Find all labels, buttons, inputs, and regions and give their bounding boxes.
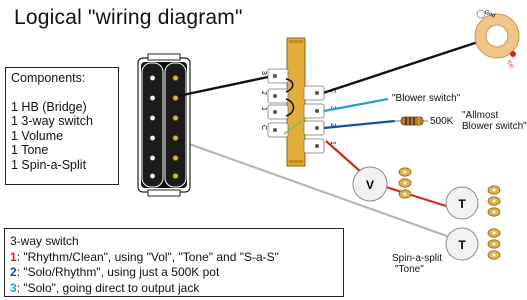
volume-pot-label: V (366, 178, 374, 192)
jack-tip-label: Tip (505, 60, 516, 70)
legend-text-2: : "Solo/Rhythm", using just a 500K pot (16, 265, 220, 279)
volume-pot: V (352, 166, 412, 202)
component-item: 1 Volume (11, 128, 64, 143)
grey-wire (177, 138, 459, 242)
switch-pin-right-3: 2 (329, 123, 336, 127)
resistor-500k (393, 116, 428, 126)
legend-num-3: 3 (10, 280, 17, 295)
components-heading: Components: (11, 71, 86, 85)
black-wire-pickup (177, 75, 269, 98)
black-wire-output (319, 40, 479, 96)
spin-a-split-pot-label: T (458, 238, 466, 252)
output-jack: Gnd Tip (474, 9, 520, 70)
three-way-switch: 3 2 1 C C 3 2 1 (260, 37, 336, 167)
switch-pin-right-2: 3 (329, 106, 336, 110)
legend-text-3: : "Solo", going direct to output jack (16, 280, 200, 295)
humbucker-pickup (137, 53, 191, 197)
spin-a-split-pot: T (445, 227, 501, 261)
light-blue-wire (323, 97, 389, 113)
dark-blue-wire (323, 119, 396, 130)
red-wire-volume (325, 140, 362, 173)
legend-item-1: 1: "Rhythm/Clean", using "Vol", "Tone" a… (10, 250, 343, 266)
component-item: 1 HB (Bridge) (11, 99, 87, 114)
switch-pin-left-2: 2 (260, 91, 267, 95)
tone-pot: T (445, 185, 501, 220)
legend-text-1: : "Rhythm/Clean", using "Vol", "Tone" an… (16, 249, 279, 264)
almost-blower-label-line1: "Allmost (462, 110, 499, 121)
legend-num-2: 2 (10, 265, 17, 279)
component-item: 1 Spin-a-Split (11, 157, 87, 172)
component-item: 1 3-way switch (11, 114, 93, 129)
components-box: Components: 1 HB (Bridge) 1 3-way switch… (5, 67, 119, 185)
blower-switch-label: "Blower switch" (392, 93, 461, 104)
legend-item-3: 3: "Solo", going direct to output jack (10, 281, 343, 297)
jack-gnd-label: Gnd (483, 9, 496, 19)
almost-blower-label-line2: Blower switch" (462, 121, 527, 132)
switch-pin-right-1: C (329, 88, 336, 93)
resistor-label: 500K (430, 116, 454, 127)
switch-legend-box: 3-way switch 1: "Rhythm/Clean", using "V… (4, 228, 344, 297)
tone-pot-label: T (458, 197, 466, 211)
switch-pin-left-3: 1 (260, 107, 267, 111)
legend-heading: 3-way switch (10, 234, 79, 248)
legend-num-1: 1 (10, 249, 17, 264)
spin-a-split-label-line1: Spin-a-split (392, 253, 443, 264)
switch-pin-left-1: 3 (260, 71, 267, 75)
legend-item-2: 2: "Solo/Rhythm", using just a 500K pot (10, 265, 343, 281)
spin-a-split-label-line2: "Tone" (395, 264, 424, 275)
diagram-title: Logical "wiring diagram" (14, 6, 243, 29)
red-wire-tone (385, 185, 447, 208)
component-item: 1 Tone (11, 143, 49, 158)
switch-pin-right-4: 1 (329, 141, 336, 145)
switch-pin-left-4: C (260, 125, 267, 130)
